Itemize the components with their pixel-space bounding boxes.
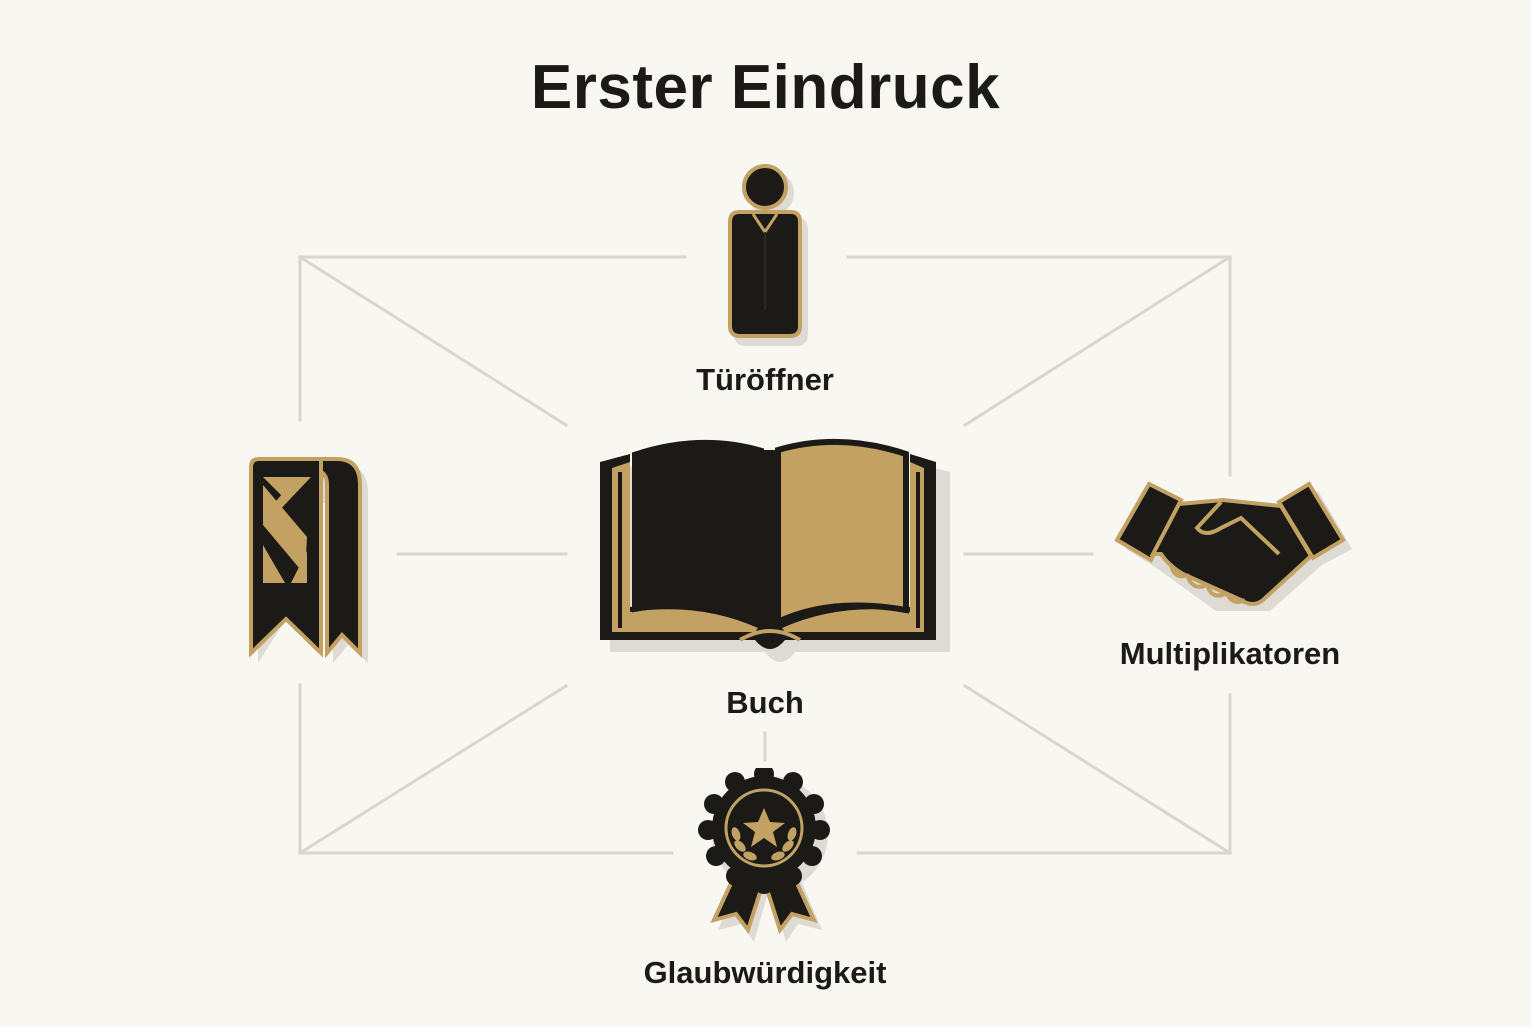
node-label-buch: Buch xyxy=(726,685,804,720)
diagram-title: Erster Eindruck xyxy=(530,53,1001,122)
diagonal-bottom-left-line xyxy=(297,683,569,856)
bookmark-ribbon-icon xyxy=(249,457,368,663)
node-label-multiplikatoren: Multiplikatoren xyxy=(1119,636,1341,671)
handshake-icon xyxy=(1114,481,1352,611)
award-seal-icon xyxy=(698,768,830,942)
diagonal-top-right-line xyxy=(962,254,1233,428)
person-icon xyxy=(728,164,808,346)
node-label-tueroeffner: Türöffner xyxy=(696,362,834,397)
open-book-icon xyxy=(600,438,950,662)
node-label-glaubwuerdigkeit: Glaubwürdigkeit xyxy=(643,955,887,990)
diagonal-bottom-right-line xyxy=(962,683,1233,856)
diagonal-top-left-line xyxy=(297,254,569,428)
